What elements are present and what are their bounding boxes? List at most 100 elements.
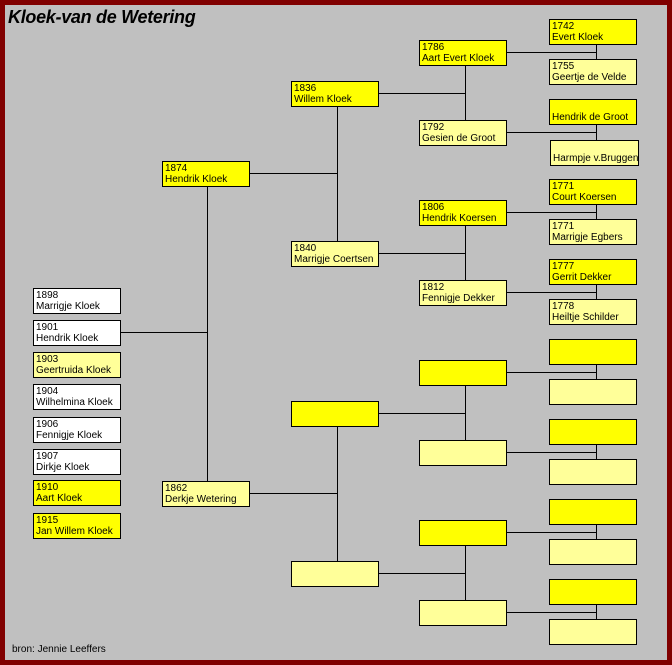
birth-year: 1806 (422, 202, 445, 213)
person-name: Fennigje Dekker (422, 293, 495, 304)
birth-year: 1904 (36, 386, 59, 397)
connector (507, 52, 596, 53)
empty-person-box[interactable] (549, 499, 637, 525)
connector (596, 204, 597, 220)
empty-person-box[interactable] (419, 600, 507, 626)
birth-year: 1771 (552, 181, 575, 192)
empty-person-box[interactable] (419, 520, 507, 546)
connector (379, 253, 465, 254)
connector (379, 93, 465, 94)
birth-year: 1915 (36, 515, 59, 526)
empty-person-box[interactable] (291, 401, 379, 427)
birth-year: 1742 (552, 21, 575, 32)
person-name: Hendrik de Groot (552, 112, 629, 123)
person-name: Geertje de Velde (552, 72, 627, 83)
birth-year: 1906 (36, 419, 59, 430)
connector (507, 292, 596, 293)
connector (465, 65, 466, 121)
connector (465, 225, 466, 281)
person-name: Geertruida Kloek (36, 365, 112, 376)
birth-year: 1901 (36, 322, 59, 333)
person-name: Court Koersen (552, 192, 617, 203)
birth-year: 1792 (422, 122, 445, 133)
person-name: Aart Kloek (36, 493, 83, 504)
empty-person-box[interactable] (549, 579, 637, 605)
person-name: Marrigje Egbers (552, 232, 623, 243)
connector (337, 426, 338, 562)
person-name: Gesien de Groot (422, 133, 496, 144)
connector (249, 493, 337, 494)
connector (120, 332, 207, 333)
birth-year: 1862 (165, 483, 188, 494)
person-name: Hendrik Kloek (36, 333, 99, 344)
birth-year: 1903 (36, 354, 59, 365)
connector (207, 186, 208, 493)
birth-year: 1755 (552, 61, 575, 72)
person-name: Dirkje Kloek (36, 462, 90, 473)
person-name: Gerrit Dekker (552, 272, 612, 283)
empty-person-box[interactable] (549, 339, 637, 365)
connector (596, 284, 597, 300)
connector (379, 413, 465, 414)
empty-person-box[interactable] (549, 459, 637, 485)
person-name: Harmpje v.Bruggen (553, 153, 639, 164)
birth-year: 1910 (36, 482, 59, 493)
connector (379, 573, 465, 574)
birth-year: 1771 (552, 221, 575, 232)
connector (596, 364, 597, 380)
birth-year: 1898 (36, 290, 59, 301)
connector (507, 532, 596, 533)
connector (465, 385, 466, 441)
empty-person-box[interactable] (419, 440, 507, 466)
connector (465, 545, 466, 601)
person-name: Jan Willem Kloek (36, 526, 113, 537)
person-box-gg-grandparent[interactable]: Hendrik de Groot (549, 99, 637, 125)
empty-person-box[interactable] (419, 360, 507, 386)
empty-person-box[interactable] (549, 619, 637, 645)
person-name: Aart Evert Kloek (422, 53, 495, 64)
birth-year: 1812 (422, 282, 445, 293)
birth-year: 1874 (165, 163, 188, 174)
birth-year (552, 101, 634, 112)
connector (507, 452, 596, 453)
birth-year: 1778 (552, 301, 575, 312)
connector (507, 612, 596, 613)
source-credit: bron: Jennie Leeffers (12, 644, 106, 655)
empty-person-box[interactable] (549, 379, 637, 405)
person-name: Heiltje Schilder (552, 312, 619, 323)
birth-year: 1836 (294, 83, 317, 94)
connector (596, 524, 597, 540)
connector (596, 604, 597, 620)
connector (596, 444, 597, 460)
person-box-gg-grandparent[interactable]: Harmpje v.Bruggen (550, 140, 639, 166)
empty-person-box[interactable] (549, 539, 637, 565)
person-name: Marrigje Coertsen (294, 254, 374, 265)
empty-person-box[interactable] (291, 561, 379, 587)
birth-year: 1907 (36, 451, 59, 462)
person-name: Willem Kloek (294, 94, 352, 105)
empty-person-box[interactable] (549, 419, 637, 445)
